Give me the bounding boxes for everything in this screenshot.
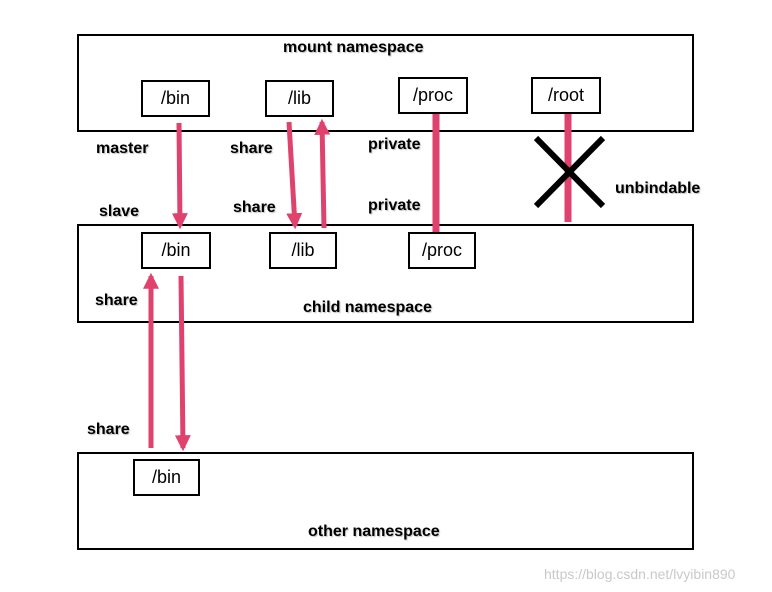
mount-ns-lib: /lib (265, 80, 334, 117)
mount-ns-bin: /bin (141, 80, 210, 117)
label-master: master (96, 140, 149, 157)
child-ns-lib: /lib (269, 232, 337, 269)
label-share-lib-bottom: share (233, 199, 276, 216)
watermark: https://blog.csdn.net/lvyibin890 (544, 566, 736, 582)
arrow-child-to-other (174, 275, 191, 452)
arrow-lib-share-down (286, 121, 303, 230)
other-namespace-title: other namespace (308, 523, 440, 540)
cross-line-2 (533, 135, 606, 209)
other-ns-bin: /bin (133, 459, 200, 496)
mount-namespace-title: mount namespace (283, 39, 424, 56)
label-private-top: private (368, 136, 421, 153)
mount-ns-root: /root (531, 77, 601, 114)
arrow-master-to-slave (171, 122, 188, 230)
label-share-child: share (95, 292, 138, 309)
child-ns-bin: /bin (141, 232, 211, 269)
child-namespace-title: child namespace (303, 299, 432, 316)
mount-ns-proc: /proc (398, 77, 468, 114)
arrow-lib-share-up (314, 118, 331, 229)
label-private-bottom: private (368, 197, 421, 214)
label-unbindable: unbindable (615, 180, 701, 197)
label-share-other: share (87, 421, 130, 438)
label-share-lib-top: share (230, 140, 273, 157)
label-slave: slave (99, 203, 140, 220)
child-ns-proc: /proc (408, 232, 476, 269)
